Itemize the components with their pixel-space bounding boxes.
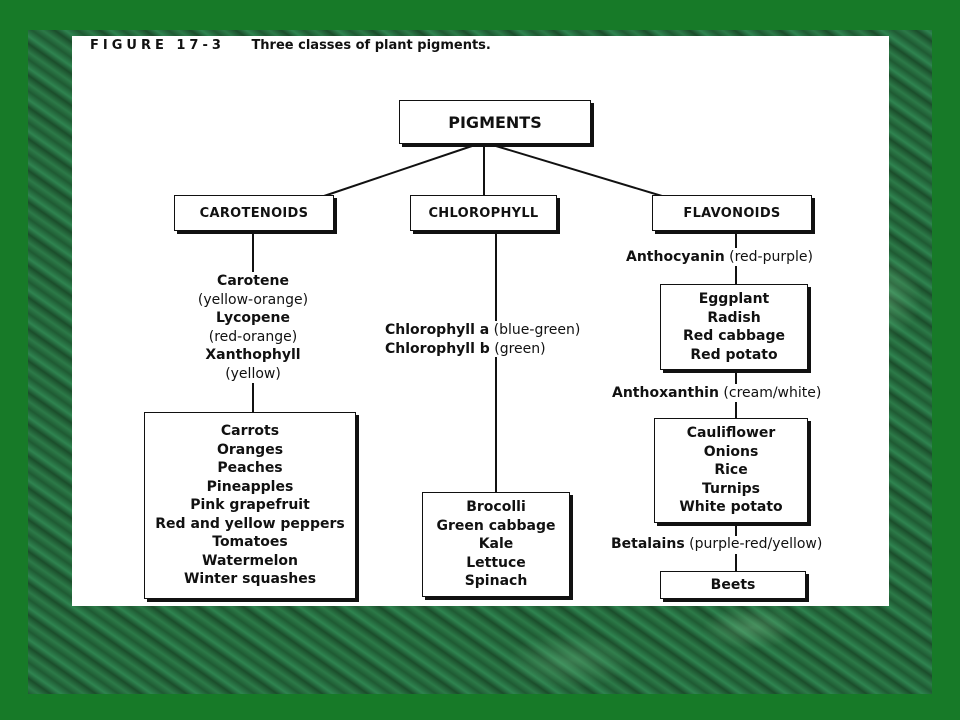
food-item: White potato: [679, 499, 783, 516]
pigments-root-label: PIGMENTS: [448, 112, 542, 132]
pigment-color: (green): [494, 341, 546, 357]
anthocyanin-foods-box: Eggplant Radish Red cabbage Red potato: [660, 284, 808, 370]
pigments-root-box: PIGMENTS: [399, 100, 591, 144]
connector-lines: [252, 145, 737, 571]
pigment-name: Lycopene: [216, 310, 290, 326]
chlorophyll-pigment-a: Chlorophyll a (blue-green): [385, 322, 581, 338]
connector-root-flavonoids: [495, 145, 663, 197]
chlorophyll-pigment-b: Chlorophyll b (green): [385, 341, 546, 357]
food-item: Green cabbage: [436, 517, 556, 534]
food-item: Tomatoes: [212, 534, 288, 551]
food-item: Brocolli: [466, 499, 526, 516]
pigment-color: (cream/white): [723, 385, 822, 401]
food-item: Rice: [714, 462, 748, 479]
pigment-color: (yellow): [225, 365, 281, 382]
anthocyanin-heading: Anthocyanin (red-purple): [626, 249, 813, 265]
food-item: Watermelon: [202, 552, 298, 569]
pigment-name: Betalains: [611, 536, 685, 552]
food-item: Lettuce: [466, 554, 526, 571]
food-item: Carrots: [220, 423, 280, 440]
anthoxanthin-foods-box: Cauliflower Onions Rice Turnips White po…: [654, 418, 808, 523]
pigment-color: (purple-red/yellow): [689, 536, 823, 552]
food-item: Winter squashes: [183, 571, 317, 588]
chlorophyll-header-box: CHLOROPHYLL: [410, 195, 557, 231]
food-item: Eggplant: [698, 291, 770, 307]
food-item: Cauliflower: [686, 425, 776, 442]
chlorophyll-label: CHLOROPHYLL: [428, 205, 539, 221]
food-item: Red and yellow peppers: [155, 515, 345, 532]
food-item: Radish: [707, 309, 761, 326]
food-item: Red cabbage: [683, 328, 785, 344]
pigment-color: (red-orange): [208, 328, 298, 345]
food-item: Beets: [710, 576, 756, 593]
pigment-name: Anthocyanin: [626, 249, 725, 265]
food-item: Oranges: [216, 441, 284, 458]
pigment-color: (blue-green): [493, 322, 581, 338]
betalains-heading: Betalains (purple-red/yellow): [611, 536, 823, 552]
pigment-name: Chlorophyll a: [385, 322, 490, 338]
flavonoids-label: FLAVONOIDS: [683, 205, 781, 221]
pigment-color: (yellow-orange): [197, 291, 309, 308]
pigment-color: (red-purple): [729, 249, 813, 265]
anthoxanthin-heading: Anthoxanthin (cream/white): [612, 385, 822, 401]
food-item: Kale: [478, 536, 514, 553]
flavonoids-header-box: FLAVONOIDS: [652, 195, 812, 231]
figure-number: FIGURE 17-3: [90, 38, 225, 53]
food-item: Pineapples: [206, 478, 294, 495]
figure-caption: FIGURE 17-3 Three classes of plant pigme…: [90, 38, 491, 53]
betalains-foods-box: Beets: [660, 571, 806, 599]
pigment-name: Anthoxanthin: [612, 385, 719, 401]
food-item: Pink grapefruit: [190, 497, 310, 514]
pigment-name: Carotene: [217, 273, 289, 289]
food-item: Peaches: [217, 460, 283, 477]
chlorophyll-foods-box: Brocolli Green cabbage Kale Lettuce Spin…: [422, 492, 570, 597]
carotenoids-label: CAROTENOIDS: [199, 205, 309, 221]
food-item: Turnips: [701, 480, 760, 497]
food-item: Onions: [703, 443, 759, 460]
carotenoids-foods-box: Carrots Oranges Peaches Pineapples Pink …: [144, 412, 356, 599]
pigment-name: Xanthophyll: [205, 347, 301, 363]
carotenoids-pigment-list: Carotene (yellow-orange) Lycopene (red-o…: [173, 272, 333, 383]
food-item: Red potato: [690, 346, 778, 363]
food-item: Spinach: [464, 573, 528, 590]
connector-root-carotenoids: [323, 145, 473, 197]
figure-panel: FIGURE 17-3 Three classes of plant pigme…: [72, 36, 889, 606]
figure-title: Three classes of plant pigments.: [251, 38, 491, 53]
carotenoids-header-box: CAROTENOIDS: [174, 195, 334, 231]
pigment-name: Chlorophyll b: [385, 341, 490, 357]
